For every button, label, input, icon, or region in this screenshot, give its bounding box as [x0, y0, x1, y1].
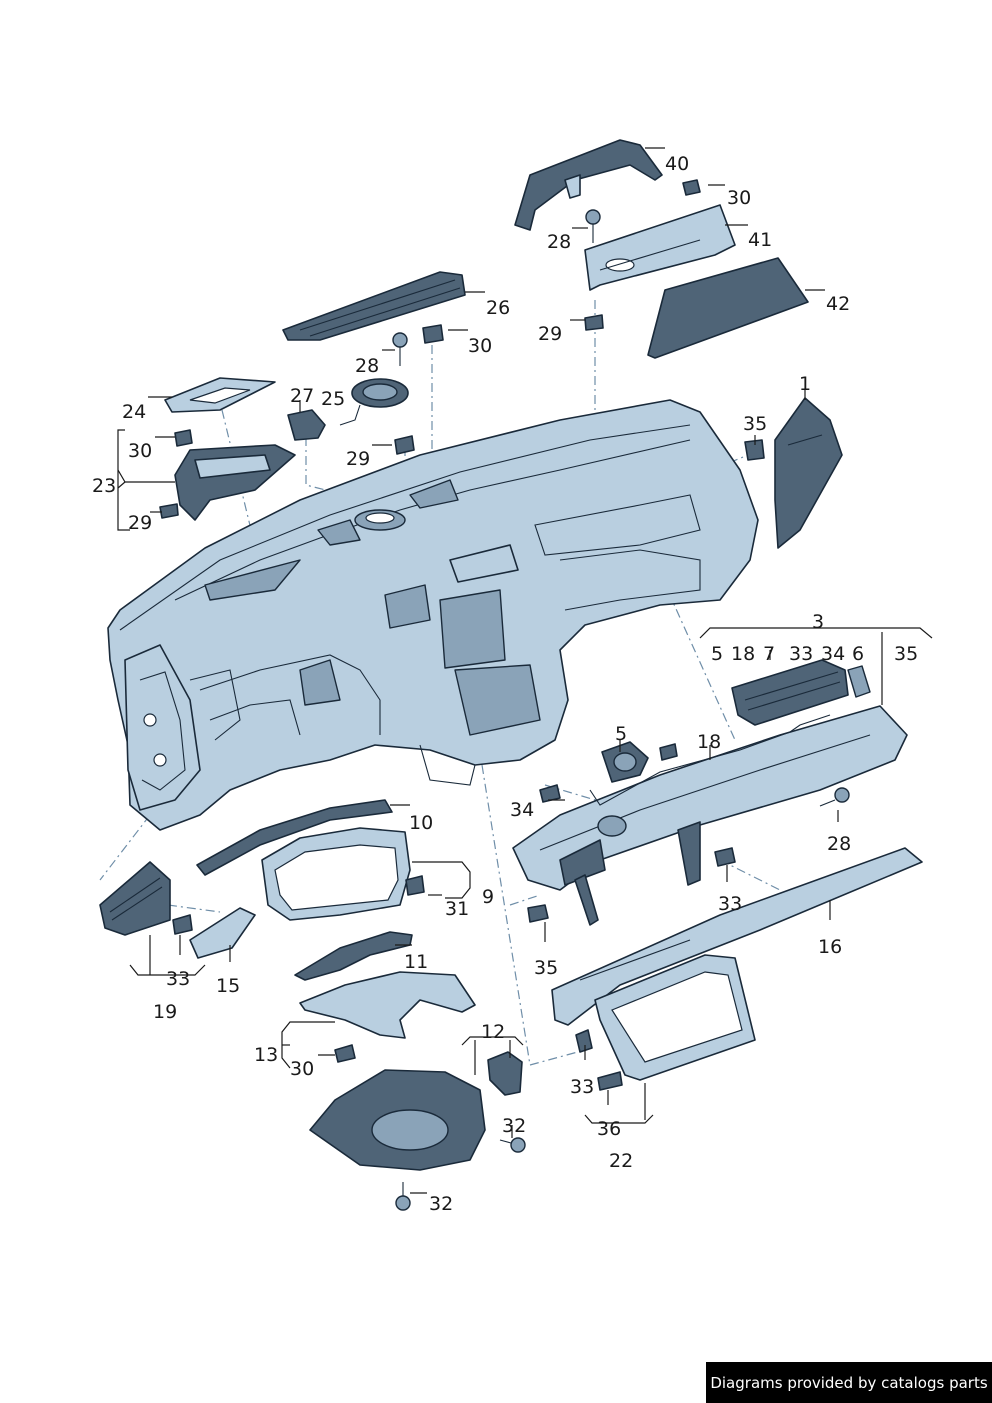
callout-12: 12 — [481, 1021, 505, 1043]
callout-29: 29 — [346, 448, 370, 470]
fasteners — [159, 179, 850, 1211]
part-25-speaker — [339, 378, 409, 426]
callout-labels: 40 30 28 41 42 26 29 30 28 1 27 25 24 35… — [92, 153, 918, 1215]
callout-40: 40 — [665, 153, 689, 175]
callout-6: 6 — [852, 643, 864, 665]
part-27-switch — [287, 409, 326, 441]
callout-9: 9 — [482, 886, 494, 908]
callout-31: 31 — [445, 898, 469, 920]
footer-credit-text: Diagrams provided by catalogs parts — [710, 1373, 988, 1392]
part-12-bracket — [487, 1051, 523, 1096]
part-7-vent — [731, 659, 849, 726]
part-41-housing — [584, 204, 736, 291]
callout-13: 13 — [254, 1044, 278, 1066]
callout-26: 26 — [486, 297, 510, 319]
part-42-display — [647, 257, 809, 359]
callout-1: 1 — [799, 373, 811, 395]
callout-28: 28 — [547, 231, 571, 253]
callout-29: 29 — [128, 512, 152, 534]
callout-29: 29 — [538, 323, 562, 345]
callout-33: 33 — [570, 1076, 594, 1098]
callout-11: 11 — [404, 951, 428, 973]
callout-28: 28 — [827, 833, 851, 855]
callout-42: 42 — [826, 293, 850, 315]
callout-27: 27 — [290, 385, 314, 407]
callout-36: 36 — [597, 1118, 621, 1140]
lower-shroud — [309, 1069, 486, 1171]
callout-5: 5 — [615, 723, 627, 745]
part-6-clip — [847, 665, 871, 698]
callout-32: 32 — [429, 1193, 453, 1215]
callout-10: 10 — [409, 812, 433, 834]
callout-30: 30 — [128, 440, 152, 462]
callout-30: 30 — [727, 187, 751, 209]
part-15-panel — [189, 907, 256, 959]
part-16-trim-strip — [551, 847, 923, 1026]
callout-25: 25 — [321, 388, 345, 410]
callout-18: 18 — [697, 731, 721, 753]
part-13-upper-shroud — [299, 971, 476, 1039]
callout-34: 34 — [821, 643, 845, 665]
part-22-bezel — [594, 954, 756, 1081]
callout-35: 35 — [534, 957, 558, 979]
part-24-frame — [164, 377, 276, 413]
part-40-cover — [514, 139, 663, 231]
callout-16: 16 — [818, 936, 842, 958]
callout-15: 15 — [216, 975, 240, 997]
callout-34: 34 — [510, 799, 534, 821]
part-1-side-panel — [774, 397, 843, 549]
part-3-vent-assembly — [512, 705, 908, 926]
callout-33: 33 — [718, 893, 742, 915]
callout-5: 5 — [711, 643, 723, 665]
part-10-trim — [196, 799, 393, 876]
callout-41: 41 — [748, 229, 772, 251]
callout-32: 32 — [502, 1115, 526, 1137]
callout-30: 30 — [290, 1058, 314, 1080]
part-19-side-vent — [99, 861, 171, 936]
callout-35: 35 — [894, 643, 918, 665]
callout-24: 24 — [122, 401, 146, 423]
callout-30: 30 — [468, 335, 492, 357]
footer-credit-banner: Diagrams provided by catalogs parts — [706, 1362, 992, 1403]
part-18-cable — [589, 714, 831, 806]
callout-23: 23 — [92, 475, 116, 497]
callout-7: 7 — [763, 643, 775, 665]
part-23-tray — [174, 444, 296, 521]
callout-33: 33 — [166, 968, 190, 990]
callout-18: 18 — [731, 643, 755, 665]
callout-35: 35 — [743, 413, 767, 435]
callout-19: 19 — [153, 1001, 177, 1023]
part-26-defroster-grille — [282, 271, 466, 341]
part-9-cluster-housing — [261, 827, 411, 921]
part-5-cover — [601, 741, 649, 783]
leader-lines — [117, 147, 933, 1194]
dashboard-main-panel — [107, 399, 759, 831]
callout-22: 22 — [609, 1150, 633, 1172]
callout-33: 33 — [789, 643, 813, 665]
callout-3: 3 — [812, 611, 824, 633]
callout-28: 28 — [355, 355, 379, 377]
